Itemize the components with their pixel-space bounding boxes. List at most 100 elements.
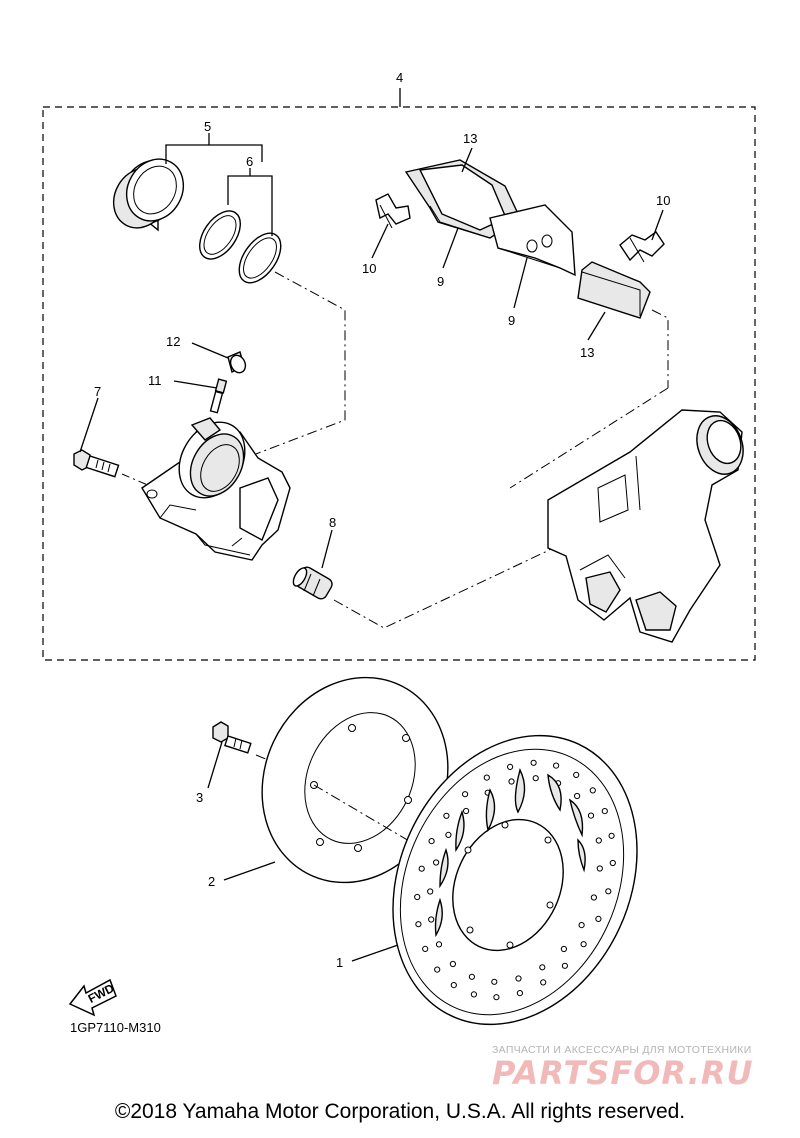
disc-drill-hole <box>532 775 539 782</box>
callout-6: 6 <box>246 154 253 169</box>
callout-11: 11 <box>148 373 162 388</box>
leader-9a <box>442 227 459 269</box>
callout-8: 8 <box>329 515 336 530</box>
disc-drill-holes <box>414 759 616 1001</box>
pad-spring-left <box>375 193 411 229</box>
leader-9b <box>513 257 528 309</box>
pin-bolt <box>73 449 120 478</box>
disc-drill-hole <box>561 962 569 969</box>
assembly-line-boot <box>333 544 561 629</box>
leader-5 <box>165 144 263 164</box>
disc-drill-hole <box>608 832 615 839</box>
fwd-arrow-icon: FWD <box>68 978 117 1017</box>
callout-4: 4 <box>396 70 403 85</box>
callout-10a: 10 <box>362 261 376 276</box>
assembly-line-piston <box>239 271 346 461</box>
disc-drill-hole <box>560 945 568 953</box>
disc-drill-hole <box>578 922 585 929</box>
disc-drill-hole <box>605 888 612 895</box>
leader-11 <box>173 380 218 389</box>
disc-drill-hole <box>491 978 498 985</box>
disc-drill-hole <box>515 975 522 982</box>
disc-drill-hole <box>445 831 452 839</box>
brake-disc <box>392 734 638 1026</box>
disc-drill-hole <box>516 990 524 997</box>
disc-drill-hole <box>483 774 490 781</box>
disc-drill-hole <box>540 979 547 986</box>
disc-drill-hole <box>530 759 537 766</box>
disc-drill-hole <box>587 812 595 819</box>
leader-1 <box>351 944 399 962</box>
disc-drill-hole <box>468 973 475 980</box>
callout-13a: 13 <box>463 131 477 146</box>
disc-drill-hole <box>470 991 477 998</box>
disc-drill-hole <box>553 762 560 769</box>
disc-drill-hole <box>601 808 608 815</box>
callout-10b: 10 <box>656 193 670 208</box>
assembly-line-pads <box>651 309 669 388</box>
disc-drill-hole <box>507 763 514 771</box>
diagram-code: 1GP7110-M310 <box>70 1020 161 1035</box>
callout-9a: 9 <box>437 274 444 289</box>
disc-drill-hole <box>449 960 456 968</box>
leader-12 <box>191 342 229 359</box>
caliper-body <box>141 417 291 561</box>
seal-inner <box>238 232 282 284</box>
leader-10b <box>651 209 664 241</box>
callout-9b: 9 <box>508 313 515 328</box>
callout-12: 12 <box>166 334 180 349</box>
disc-drill-hole <box>580 941 587 948</box>
callout-7: 7 <box>94 384 101 399</box>
caliper-assembly-boundary <box>42 106 756 661</box>
leader-13a <box>461 147 473 173</box>
disc-drill-hole <box>574 792 581 800</box>
disc-drill-hole <box>462 791 469 798</box>
assembly-line-bolt <box>121 473 151 487</box>
caliper-bracket <box>547 409 744 643</box>
disc-drill-hole <box>435 941 443 948</box>
leader-8 <box>321 529 333 569</box>
disc-drill-hole <box>428 838 435 845</box>
copyright-notice: ©2018 Yamaha Motor Corporation, U.S.A. A… <box>114 1100 686 1123</box>
piston <box>112 158 185 232</box>
disc-drill-hole <box>450 982 457 989</box>
disc-drill-hole <box>590 894 598 901</box>
assembly-line-bracket <box>509 387 669 489</box>
callout-13b: 13 <box>580 345 594 360</box>
disc-drill-hole <box>433 859 440 866</box>
disc-drill-hole <box>493 994 500 1001</box>
leader-7 <box>79 397 99 453</box>
pad-shim-right <box>577 261 651 319</box>
disc-drill-hole <box>595 915 602 923</box>
assembly-line-disc-bolt <box>255 754 279 765</box>
disc-hub-plate <box>261 676 449 884</box>
callout-1: 1 <box>336 955 343 970</box>
watermark-logo: PARTSFOR.RU <box>492 1054 754 1092</box>
callout-2: 2 <box>208 874 215 889</box>
disc-drill-hole <box>428 916 435 923</box>
pin-boot <box>292 566 333 600</box>
callout-3: 3 <box>196 790 203 805</box>
leader-3 <box>207 741 223 789</box>
disc-drill-hole <box>508 778 515 785</box>
disc-drill-hole <box>463 807 470 815</box>
leader-2 <box>223 861 276 881</box>
disc-drill-hole <box>415 921 422 928</box>
pad-spring-right <box>619 231 665 263</box>
watermark-tagline: ЗАПЧАСТИ И АКСЕССУАРЫ ДЛЯ МОТОТЕХНИКИ <box>492 1044 752 1056</box>
disc-drill-hole <box>539 964 546 971</box>
seal-outer <box>199 210 241 260</box>
bleed-screw <box>209 378 228 414</box>
bleeder-cap <box>227 351 247 374</box>
leader-10a <box>371 223 389 259</box>
disc-drill-hole <box>609 859 616 867</box>
disc-drill-hole <box>422 945 429 953</box>
disc-drill-hole <box>443 812 450 819</box>
disc-drill-hole <box>427 888 434 895</box>
disc-drill-hole <box>414 893 421 901</box>
disc-drill-hole <box>418 865 425 872</box>
disc-bolt <box>212 721 252 754</box>
disc-drill-hole <box>596 865 603 872</box>
disc-drill-hole <box>589 787 596 794</box>
